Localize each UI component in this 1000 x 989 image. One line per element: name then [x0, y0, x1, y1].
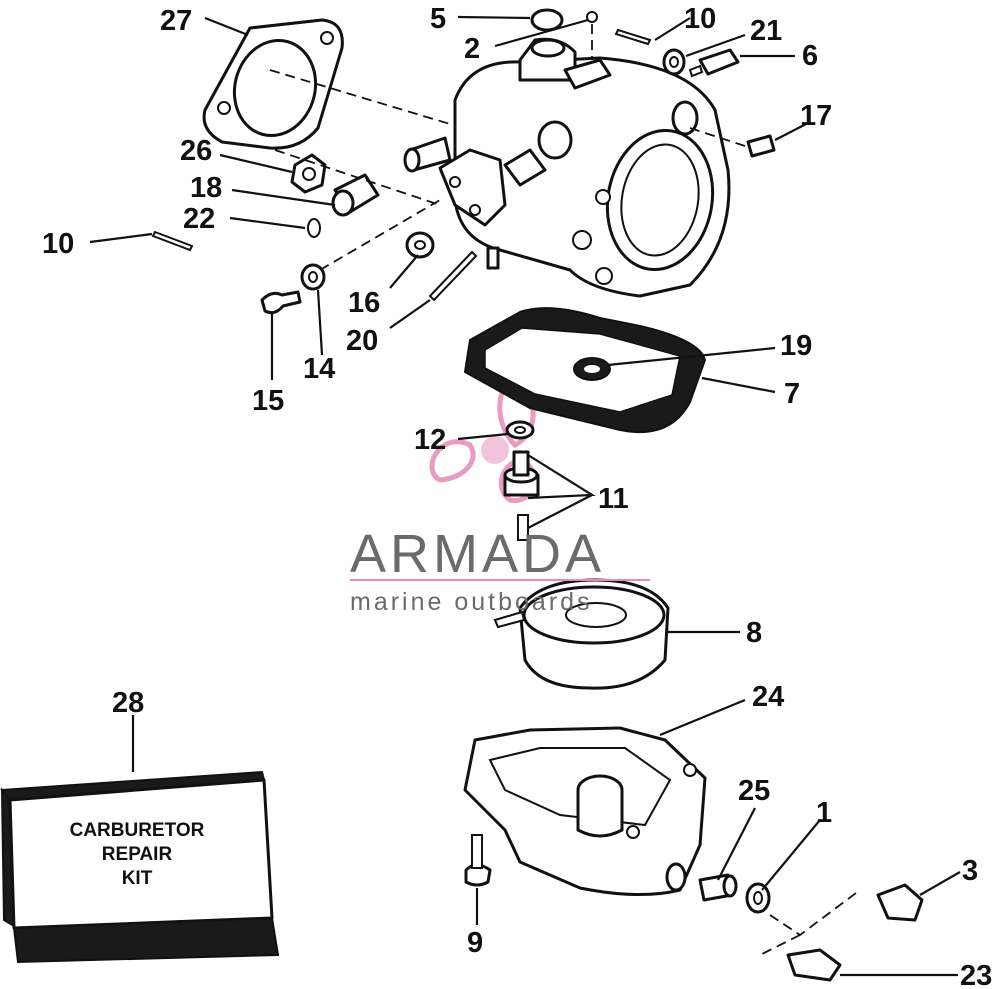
kit-label-line-1: CARBURETOR: [70, 820, 205, 841]
part-1-washer: [745, 882, 771, 914]
callout-21: 21: [750, 15, 782, 47]
part-18-fitting: [331, 173, 380, 217]
part-21-washer: [662, 48, 686, 76]
carburetor-body: [403, 37, 731, 298]
part-19-gasket-ring: [573, 357, 611, 381]
callout-14: 14: [303, 353, 335, 385]
callout-22: 22: [183, 203, 215, 235]
callout-5: 5: [430, 3, 446, 35]
callout-23: 23: [960, 960, 992, 989]
callout-10-left: 10: [42, 228, 74, 260]
callout-10-top: 10: [684, 3, 716, 35]
callout-11: 11: [598, 483, 629, 515]
callout-24: 24: [752, 681, 784, 713]
callout-28: 28: [112, 687, 144, 719]
part-27-gasket: [202, 18, 344, 150]
callout-9: 9: [467, 927, 483, 959]
callout-16: 16: [348, 287, 380, 319]
part-16-washer: [405, 231, 435, 259]
part-26-nut: [290, 153, 327, 194]
part-22-ring: [307, 218, 321, 238]
part-9-screw: [464, 834, 492, 887]
kit-label-line-2: REPAIR: [102, 844, 173, 865]
part-2-ball: [586, 11, 598, 23]
callout-15: 15: [252, 385, 284, 417]
callout-12: 12: [414, 424, 446, 456]
part-15-screw: [260, 290, 302, 315]
callout-6: 6: [802, 40, 818, 72]
callout-19: 19: [780, 330, 812, 362]
part-10-pin-top: [614, 28, 652, 46]
callout-25: 25: [738, 775, 770, 807]
callout-17: 17: [800, 100, 832, 132]
part-5-plug: [530, 8, 564, 32]
part-3-plug-screw: [876, 883, 924, 922]
part-11-needle-seat: [503, 450, 540, 497]
kit-label-line-3: KIT: [122, 868, 153, 889]
part-24-float-bowl: [463, 726, 707, 897]
part-8-float: [493, 578, 670, 690]
callout-3: 3: [962, 855, 978, 887]
callout-1: 1: [816, 797, 832, 829]
part-17-set-screw: [746, 134, 776, 158]
callout-2: 2: [464, 33, 480, 65]
repair-kit-label: CARBURETOR REPAIR KIT: [70, 820, 205, 889]
part-14-washer: [300, 263, 326, 291]
armada-watermark: ARMADA marine outboards: [350, 524, 650, 616]
part-12-washer: [505, 420, 535, 440]
watermark-tagline: marine outboards: [350, 588, 593, 616]
part-10-pin-left: [151, 230, 194, 252]
callout-20: 20: [346, 325, 378, 357]
callout-26: 26: [180, 135, 212, 167]
leader-lines: [89, 15, 961, 977]
callout-7: 7: [784, 378, 800, 410]
part-6-screw: [688, 48, 740, 78]
callout-8: 8: [746, 617, 762, 649]
part-23-plug-screw: [786, 948, 842, 982]
watermark-brand: ARMADA: [350, 524, 605, 584]
callout-numbers: 27 5 2 10 21 6 17 26 18 22 10 16 20 14 1…: [42, 3, 992, 989]
callout-27: 27: [160, 5, 192, 37]
part-11-needle: [517, 514, 529, 541]
part-20-screw: [428, 250, 478, 302]
callout-18: 18: [190, 172, 222, 204]
part-28-repair-kit-box: [0, 770, 280, 964]
